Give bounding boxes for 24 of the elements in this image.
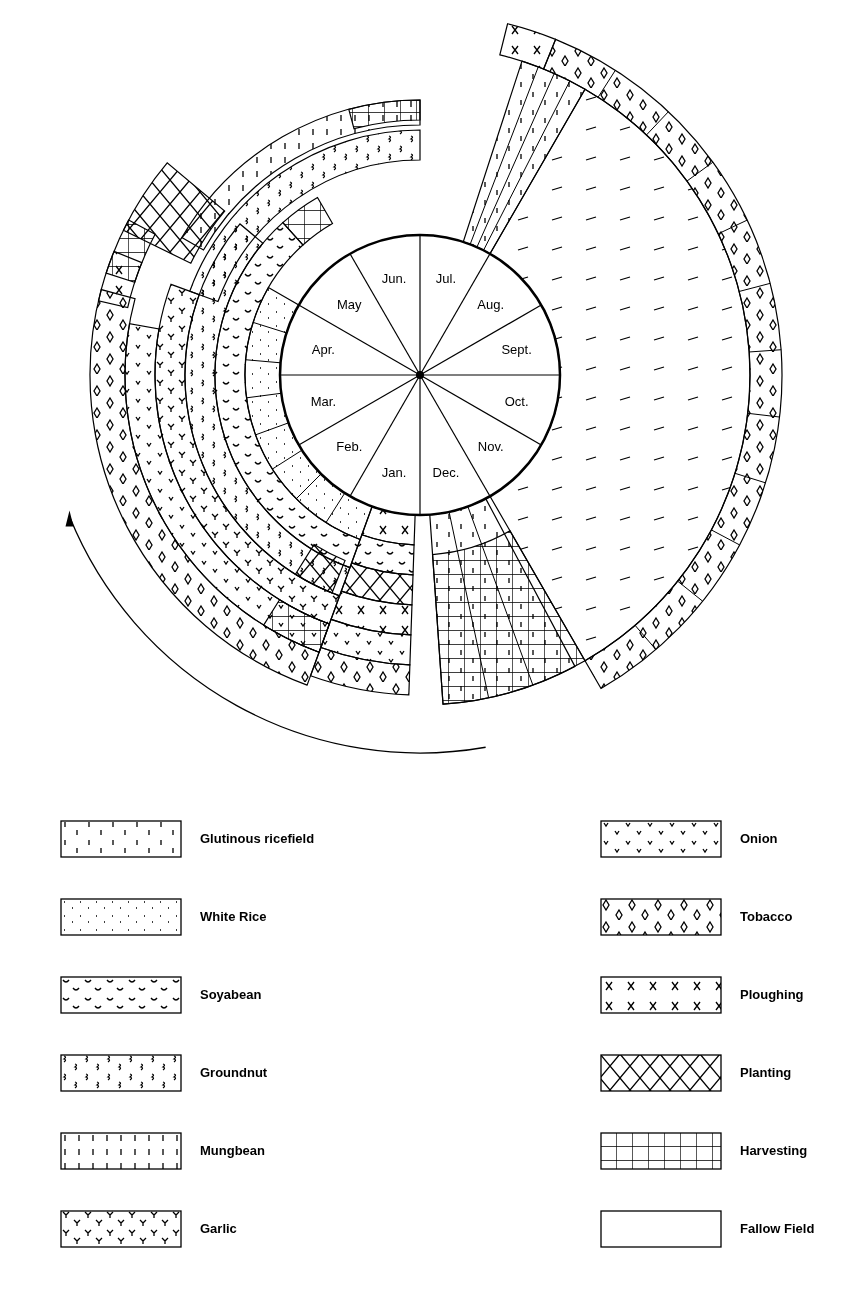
month-label: Jan. bbox=[381, 464, 407, 480]
legend-label: Mungbean bbox=[200, 1143, 265, 1158]
month-label: May bbox=[337, 296, 362, 312]
month-label: Jul. bbox=[435, 270, 456, 286]
legend-label: Ploughing bbox=[740, 987, 804, 1002]
legend-label: Onion bbox=[740, 831, 778, 846]
month-label: Jun. bbox=[381, 270, 407, 286]
month-label: Feb. bbox=[336, 438, 363, 454]
legend-label: Glutinous ricefield bbox=[200, 831, 315, 846]
month-label: Apr. bbox=[311, 341, 335, 357]
legend-label: Fallow Field bbox=[740, 1221, 815, 1236]
legend-label: Soyabean bbox=[200, 987, 262, 1002]
month-label: Nov. bbox=[477, 438, 504, 454]
legend-label: White Rice bbox=[200, 909, 267, 924]
legend-label: Groundnut bbox=[200, 1065, 268, 1080]
month-label: Dec. bbox=[432, 464, 460, 480]
month-label: Aug. bbox=[477, 296, 505, 312]
legend-label: Harvesting bbox=[740, 1143, 808, 1158]
legend-label: Planting bbox=[740, 1065, 792, 1080]
month-label: Sept. bbox=[501, 341, 532, 357]
legend-label: Garlic bbox=[200, 1221, 237, 1236]
month-label: Oct. bbox=[504, 393, 529, 409]
month-label: Mar. bbox=[310, 393, 337, 409]
legend-label: Tobacco bbox=[740, 909, 793, 924]
